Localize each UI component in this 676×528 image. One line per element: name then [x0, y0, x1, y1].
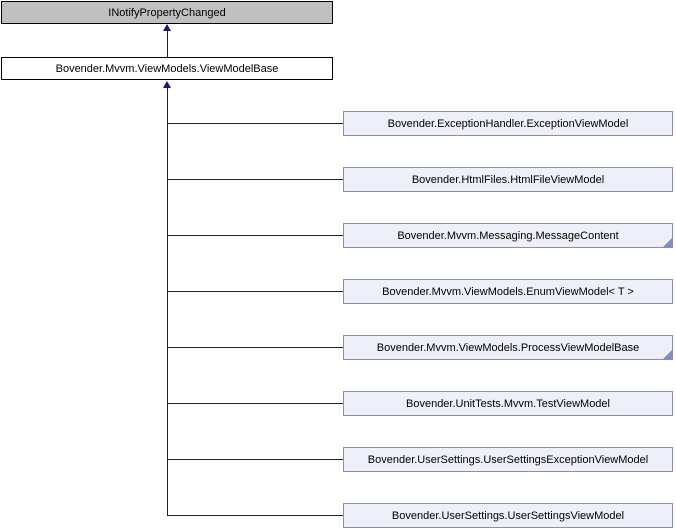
edge-base-to-interface [167, 31, 168, 57]
derived-class-node[interactable]: Bovender.UserSettings.UserSettingsViewMo… [343, 503, 673, 528]
fold-corner-icon [663, 238, 672, 247]
interface-node-label: INotifyPropertyChanged [108, 6, 226, 19]
edge-branch [167, 403, 343, 404]
derived-class-node[interactable]: Bovender.Mvvm.Messaging.MessageContent [343, 223, 673, 248]
base-class-node[interactable]: Bovender.Mvvm.ViewModels.ViewModelBase [1, 57, 333, 80]
derived-class-node[interactable]: Bovender.HtmlFiles.HtmlFileViewModel [343, 167, 673, 192]
interface-node: INotifyPropertyChanged [1, 1, 333, 24]
derived-class-label: Bovender.HtmlFiles.HtmlFileViewModel [411, 173, 605, 186]
edge-branch [167, 459, 343, 460]
derived-class-node[interactable]: Bovender.UnitTests.Mvvm.TestViewModel [343, 391, 673, 416]
derived-class-node[interactable]: Bovender.UserSettings.UserSettingsExcept… [343, 447, 673, 472]
derived-class-label: Bovender.UserSettings.UserSettingsExcept… [367, 453, 649, 466]
edge-branch [167, 235, 343, 236]
derived-class-label: Bovender.Mvvm.ViewModels.ProcessViewMode… [376, 341, 640, 354]
fold-corner-icon [663, 350, 672, 359]
derived-class-label: Bovender.Mvvm.Messaging.MessageContent [397, 229, 619, 242]
edge-branch [167, 347, 343, 348]
edge-branch [167, 515, 343, 516]
derived-class-node[interactable]: Bovender.ExceptionHandler.ExceptionViewM… [343, 111, 673, 136]
derived-class-label: Bovender.UnitTests.Mvvm.TestViewModel [406, 397, 610, 410]
arrowhead-up-icon [163, 81, 171, 88]
edge-branch [167, 123, 343, 124]
derived-class-label: Bovender.UserSettings.UserSettingsViewMo… [391, 509, 625, 522]
edge-branch [167, 291, 343, 292]
derived-class-node[interactable]: Bovender.Mvvm.ViewModels.EnumViewModel< … [343, 279, 673, 304]
derived-class-label: Bovender.ExceptionHandler.ExceptionViewM… [387, 117, 629, 130]
edge-branch [167, 179, 343, 180]
base-class-node-label: Bovender.Mvvm.ViewModels.ViewModelBase [55, 62, 279, 75]
derived-class-node[interactable]: Bovender.Mvvm.ViewModels.ProcessViewMode… [343, 335, 673, 360]
derived-class-label: Bovender.Mvvm.ViewModels.EnumViewModel< … [382, 285, 634, 298]
edge-trunk [167, 88, 168, 516]
arrowhead-up-icon [163, 24, 171, 31]
